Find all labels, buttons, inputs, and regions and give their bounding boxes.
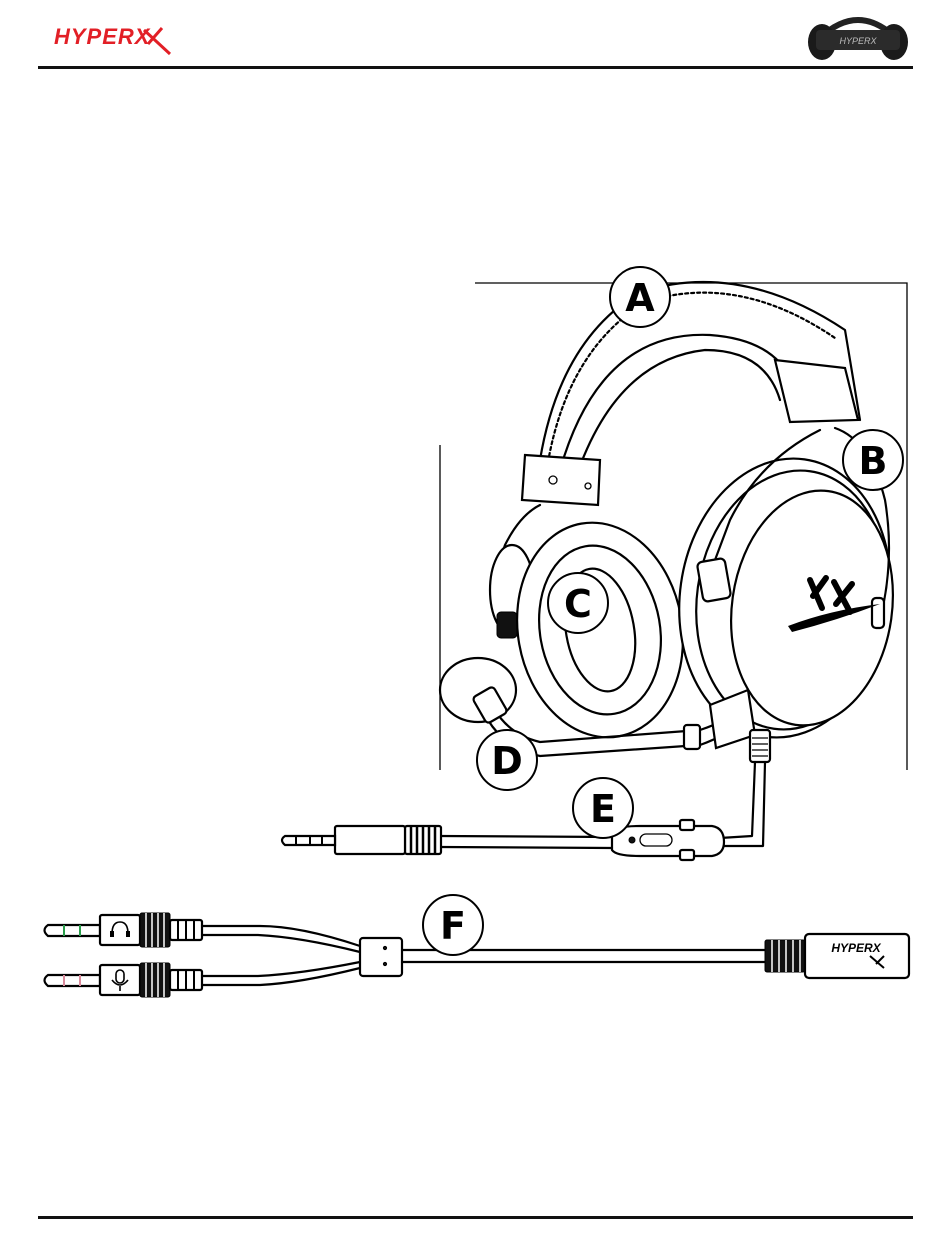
svg-text:E: E [590, 787, 616, 831]
svg-text:D: D [491, 739, 523, 783]
label-d: D [477, 730, 537, 790]
svg-text:B: B [859, 439, 888, 483]
footer-rule [38, 1216, 913, 1219]
svg-text:C: C [564, 582, 592, 626]
label-b: B [843, 430, 903, 490]
label-f: F [423, 895, 483, 955]
label-e: E [573, 778, 633, 838]
svg-text:A: A [625, 276, 655, 320]
label-a: A [610, 267, 670, 327]
svg-text:F: F [440, 904, 466, 948]
label-c: C [548, 573, 608, 633]
adapter-brand: HYPERX [831, 941, 881, 955]
